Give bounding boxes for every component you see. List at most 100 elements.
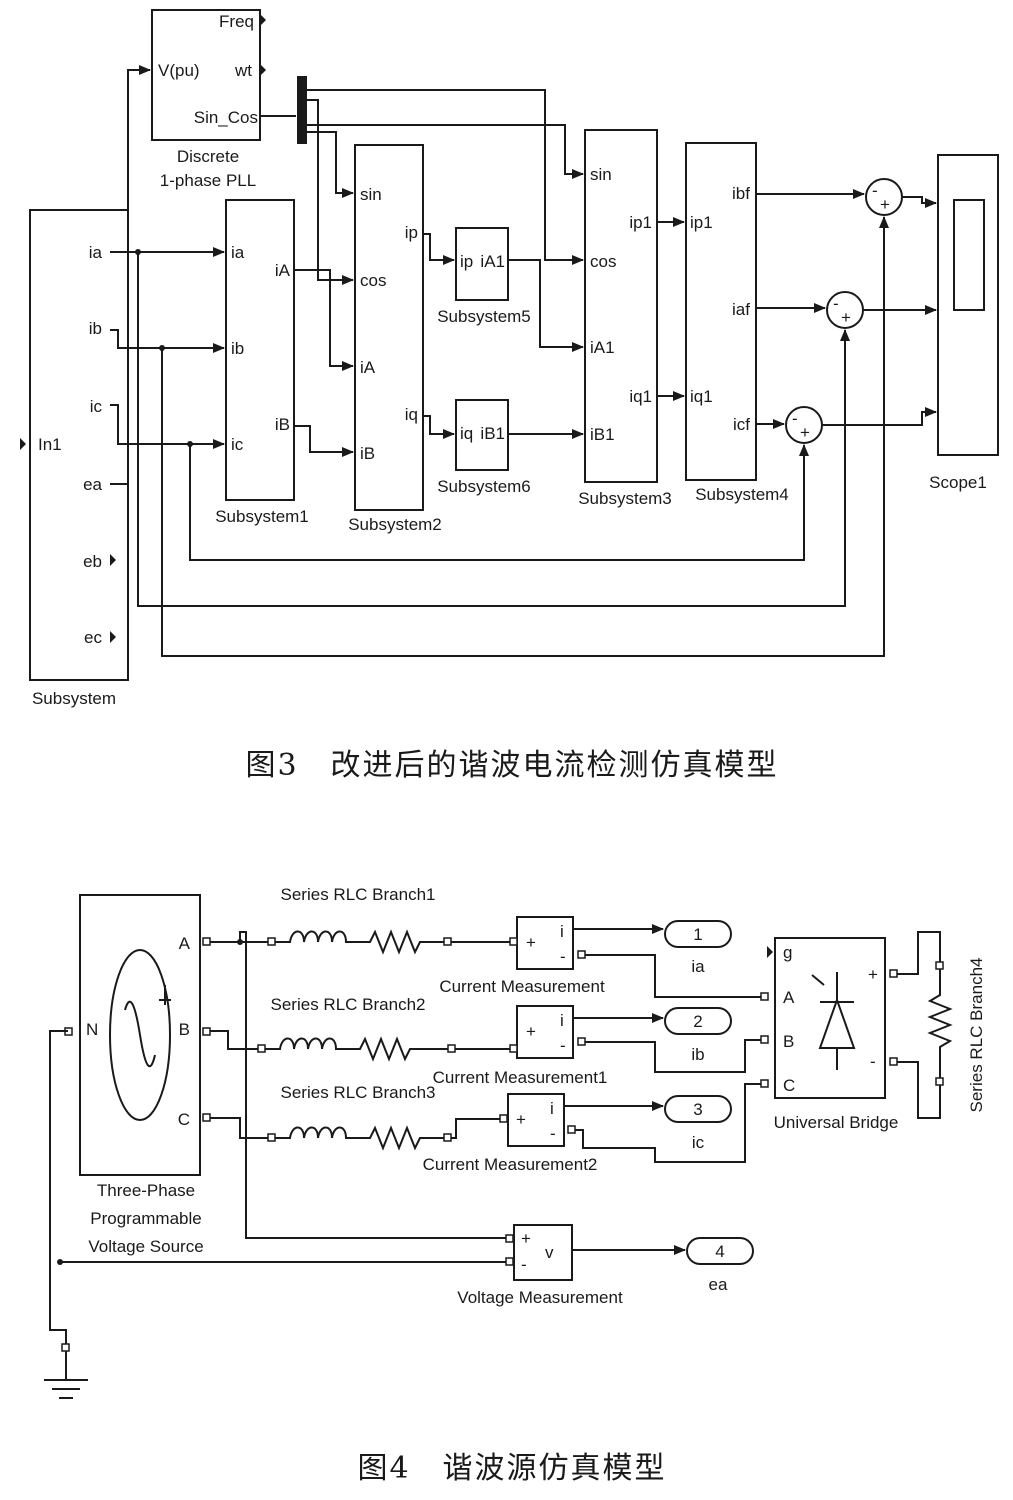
subsystem2-in-sin: sin: [360, 185, 382, 204]
subsystem3-out-iq1: iq1: [629, 387, 652, 406]
sum-block-c[interactable]: - +: [785, 406, 823, 444]
three-phase-source-block[interactable]: A B C N Three-Phase Programmable Voltage…: [79, 894, 204, 1256]
subsystem2-block[interactable]: sin cos iA iB ip iq Subsystem2: [348, 144, 442, 534]
bridge-port-a: A: [783, 988, 795, 1007]
subsystem1-block[interactable]: ia ib ic iA iB Subsystem1: [215, 199, 309, 526]
bridge-port-b: B: [783, 1032, 794, 1051]
universal-bridge-block[interactable]: g A B C + - Universal Bridge: [760, 937, 899, 1132]
subsystem-in-arrow: [20, 438, 26, 450]
bridge-port-g: g: [783, 943, 792, 962]
pll-sincos-port: Sin_Cos: [194, 108, 258, 127]
cm3-plus: +: [516, 1110, 526, 1129]
subsystem5-name: Subsystem5: [437, 307, 531, 326]
subsystem6-block[interactable]: iq iB1 Subsystem6: [437, 399, 531, 496]
pll-wt-port: wt: [234, 61, 252, 80]
sum-block-a[interactable]: - +: [826, 291, 864, 329]
subsystem-out-eb: eb: [83, 552, 102, 571]
pll-block[interactable]: V(pu) Freq wt Sin_Cos Discrete 1-phase P…: [151, 9, 261, 190]
cm1-minus: -: [560, 947, 566, 966]
subsystem1-in-ib: ib: [231, 339, 244, 358]
subsystem-out-ea: ea: [83, 475, 102, 494]
subsystem-eb-out-arrow: [110, 554, 116, 566]
bridge-port-c: C: [783, 1076, 795, 1095]
subsystem5-out-iA1: iA1: [480, 252, 505, 271]
pll-freq-out-arrow: [260, 14, 266, 26]
source-name-2: Programmable: [90, 1209, 202, 1228]
source-polarity-icon: [159, 985, 171, 1005]
subsystem4-out-icf: icf: [733, 415, 750, 434]
subsystem3-in-cos: cos: [590, 252, 616, 271]
source-port-c: C: [178, 1110, 190, 1129]
subsystem5-in-ip: ip: [460, 252, 473, 271]
subsystem-out-ic: ic: [90, 397, 103, 416]
outport-2-num: 2: [693, 1012, 702, 1031]
pll-in-port: V(pu): [158, 61, 200, 80]
subsystem2-in-iB: iB: [360, 444, 375, 463]
sum-block-b[interactable]: - +: [865, 178, 903, 216]
outport-1[interactable]: 1 ia: [664, 920, 732, 976]
current-measurement2-block[interactable]: + i - Current Measurement2: [423, 1093, 598, 1174]
rlc1-symbol: [275, 929, 448, 955]
subsystem2-out-iq: iq: [405, 405, 418, 424]
cm3-name: Current Measurement2: [423, 1155, 598, 1174]
figure3: V(pu) Freq wt Sin_Cos Discrete 1-phase P…: [20, 9, 999, 783]
subsystem4-out-iaf: iaf: [732, 300, 750, 319]
rlc-branch2[interactable]: Series RLC Branch2: [257, 995, 456, 1062]
cm2-out-i: i: [560, 1011, 564, 1030]
rlc1-name: Series RLC Branch1: [281, 885, 436, 904]
outport-3[interactable]: 3 ic: [664, 1095, 732, 1152]
subsystem4-in-iq1: iq1: [690, 387, 713, 406]
rlc-branch3[interactable]: Series RLC Branch3: [267, 1083, 452, 1151]
rlc3-name: Series RLC Branch3: [281, 1083, 436, 1102]
outport-4-num: 4: [715, 1242, 724, 1261]
demux-block[interactable]: [297, 76, 307, 144]
rlc-branch1[interactable]: Series RLC Branch1: [267, 885, 452, 955]
subsystem4-block[interactable]: ip1 iq1 ibf iaf icf Subsystem4: [685, 142, 789, 504]
subsystem1-in-ic: ic: [231, 435, 244, 454]
bridge-port-plus: +: [868, 965, 878, 984]
source-port-n: N: [86, 1020, 98, 1039]
outport-4[interactable]: 4 ea: [686, 1237, 754, 1294]
outport-2[interactable]: 2 ib: [664, 1007, 732, 1064]
outport-1-num: 1: [693, 925, 702, 944]
subsystem-block[interactable]: In1 ia ib ic ea eb ec Subsystem: [20, 209, 129, 708]
subsystem3-in-iA1: iA1: [590, 338, 615, 357]
figure4-junction-dots: [57, 939, 243, 1265]
cm1-plus: +: [526, 933, 536, 952]
source-name-3: Voltage Source: [88, 1237, 203, 1256]
source-port-b: B: [179, 1020, 190, 1039]
cm3-out-i: i: [550, 1099, 554, 1118]
subsystem-out-ec: ec: [84, 628, 102, 647]
cm1-out-i: i: [560, 922, 564, 941]
subsystem3-in-iB1: iB1: [590, 425, 615, 444]
cm1-name: Current Measurement: [439, 977, 605, 996]
outport-3-label: ic: [692, 1133, 705, 1152]
subsystem6-name: Subsystem6: [437, 477, 531, 496]
pll-name-2: 1-phase PLL: [160, 171, 256, 190]
cm2-minus: -: [560, 1036, 566, 1055]
voltage-measurement-block[interactable]: + v - Voltage Measurement: [457, 1224, 623, 1307]
vm-plus: +: [521, 1229, 531, 1248]
current-measurement1-block[interactable]: + i - Current Measurement1: [433, 1005, 608, 1087]
figure4-caption: 图4 谐波源仿真模型: [357, 1451, 666, 1486]
subsystem6-out-iB1: iB1: [480, 424, 505, 443]
outport-1-label: ia: [691, 957, 705, 976]
rlc2-name: Series RLC Branch2: [271, 995, 426, 1014]
subsystem1-name: Subsystem1: [215, 507, 309, 526]
rlc-branch4[interactable]: Series RLC Branch4: [927, 958, 986, 1113]
subsystem3-block[interactable]: sin cos iA1 iB1 ip1 iq1 Subsystem3: [578, 129, 672, 508]
svg-text:+: +: [841, 308, 851, 327]
current-measurement-block[interactable]: + i - Current Measurement: [439, 916, 605, 996]
scope1-name: Scope1: [929, 473, 987, 492]
subsystem2-in-iA: iA: [360, 358, 376, 377]
pll-wt-out-arrow: [260, 64, 266, 76]
bridge-name: Universal Bridge: [774, 1113, 899, 1132]
scope1-block[interactable]: Scope1: [929, 154, 999, 492]
subsystem5-block[interactable]: ip iA1 Subsystem5: [437, 227, 531, 326]
subsystem4-name: Subsystem4: [695, 485, 789, 504]
svg-text:-: -: [833, 294, 839, 313]
ground-icon: [44, 1343, 88, 1399]
outport-3-num: 3: [693, 1100, 702, 1119]
rlc3-symbol: [275, 1125, 446, 1151]
rlc4-name: Series RLC Branch4: [967, 958, 986, 1113]
